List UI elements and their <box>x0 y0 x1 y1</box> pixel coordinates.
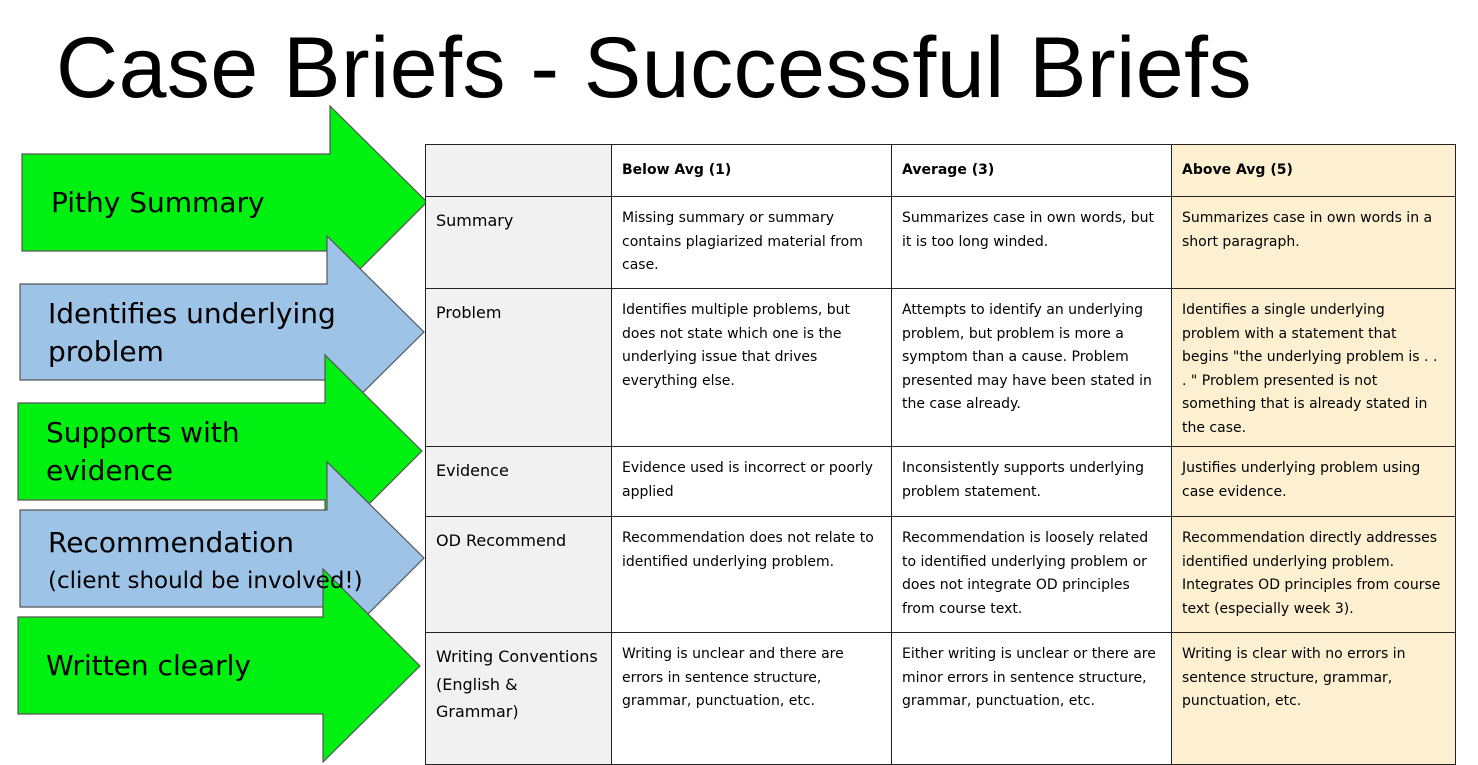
arrow-written-clearly <box>17 567 421 763</box>
criterion-cell: Problem <box>425 288 612 447</box>
header-below-avg: Below Avg (1) <box>611 144 892 197</box>
criterion-cell: OD Recommend <box>425 516 612 633</box>
arrow-pithy-summary <box>21 104 428 301</box>
header-empty <box>425 144 612 197</box>
criterion-cell: Writing Conventions (English & Grammar) <box>425 632 612 765</box>
below-avg-cell: Writing is unclear and there are errors … <box>611 632 892 765</box>
average-cell: Attempts to identify an underlying probl… <box>891 288 1172 447</box>
above-avg-cell: Justifies underlying problem using case … <box>1171 446 1456 517</box>
arrow-label-written-clearly: Written clearly <box>46 649 251 682</box>
arrow-label-recommendation: Recommendation (client should be involve… <box>48 526 363 594</box>
below-avg-cell: Evidence used is incorrect or poorly app… <box>611 446 892 517</box>
below-avg-cell: Identifies multiple problems, but does n… <box>611 288 892 447</box>
arrow-supports-evidence <box>17 353 423 550</box>
above-avg-cell: Summarizes case in own words in a short … <box>1171 196 1456 289</box>
above-avg-cell: Identifies a single underlying problem w… <box>1171 288 1456 447</box>
rubric-header-row: Below Avg (1) Average (3) Above Avg (5) <box>425 144 1456 197</box>
rubric-table: Below Avg (1) Average (3) Above Avg (5) … <box>425 144 1456 765</box>
average-cell: Summarizes case in own words, but it is … <box>891 196 1172 289</box>
average-cell: Recommendation is loosely related to ide… <box>891 516 1172 633</box>
table-row: Evidence Evidence used is incorrect or p… <box>425 446 1456 517</box>
table-row: Writing Conventions (English & Grammar) … <box>425 632 1456 765</box>
table-row: Summary Missing summary or summary conta… <box>425 196 1456 289</box>
above-avg-cell: Writing is clear with no errors in sente… <box>1171 632 1456 765</box>
header-above-avg: Above Avg (5) <box>1171 144 1456 197</box>
arrow-identifies-problem <box>19 234 425 430</box>
average-cell: Either writing is unclear or there are m… <box>891 632 1172 765</box>
average-cell: Inconsistently supports underlying probl… <box>891 446 1172 517</box>
criterion-cell: Evidence <box>425 446 612 517</box>
arrow-label-identifies-problem: Identifies underlying problem <box>48 297 336 368</box>
page-title: Case Briefs - Successful Briefs <box>56 20 1252 116</box>
below-avg-cell: Missing summary or summary contains plag… <box>611 196 892 289</box>
header-average: Average (3) <box>891 144 1172 197</box>
table-row: OD Recommend Recommendation does not rel… <box>425 516 1456 633</box>
below-avg-cell: Recommendation does not relate to identi… <box>611 516 892 633</box>
criterion-cell: Summary <box>425 196 612 289</box>
table-row: Problem Identifies multiple problems, bu… <box>425 288 1456 447</box>
arrow-label-pithy-summary: Pithy Summary <box>51 186 265 219</box>
arrow-label-supports-evidence: Supports with evidence <box>46 416 240 487</box>
above-avg-cell: Recommendation directly addresses identi… <box>1171 516 1456 633</box>
